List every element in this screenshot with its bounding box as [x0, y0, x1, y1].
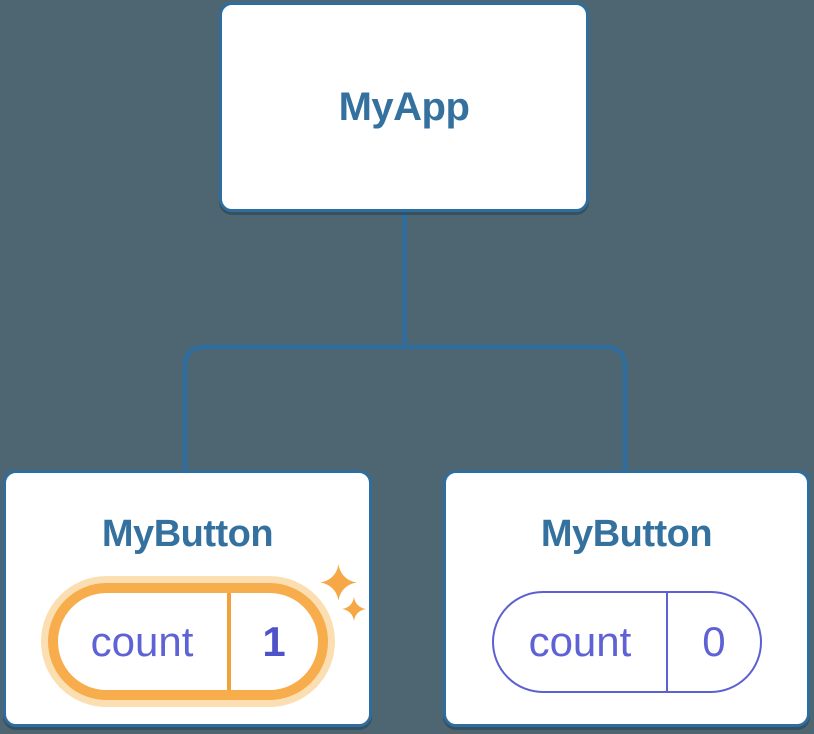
- node-myapp-label: MyApp: [338, 84, 470, 129]
- node-myapp: MyApp: [219, 2, 589, 212]
- pill-divider: [666, 593, 669, 691]
- sparkle-icon: [320, 564, 357, 601]
- state-value: 0: [702, 618, 726, 665]
- node-mybutton-2: MyButton count 0: [443, 470, 810, 727]
- state-key-label: count: [90, 617, 194, 665]
- state-pill-highlighted: count 1: [47, 583, 328, 700]
- state-value: 1: [262, 617, 286, 665]
- node-mybutton-1-label: MyButton: [101, 513, 274, 555]
- state-key-label: count: [528, 618, 632, 665]
- node-mybutton-2-label: MyButton: [540, 513, 713, 555]
- pill-divider: [226, 593, 231, 690]
- sparkle-icon: [342, 597, 366, 621]
- state-pill: count 0: [491, 591, 762, 693]
- node-mybutton-1: MyButton count 1: [3, 470, 372, 727]
- connector-branch: [182, 344, 628, 472]
